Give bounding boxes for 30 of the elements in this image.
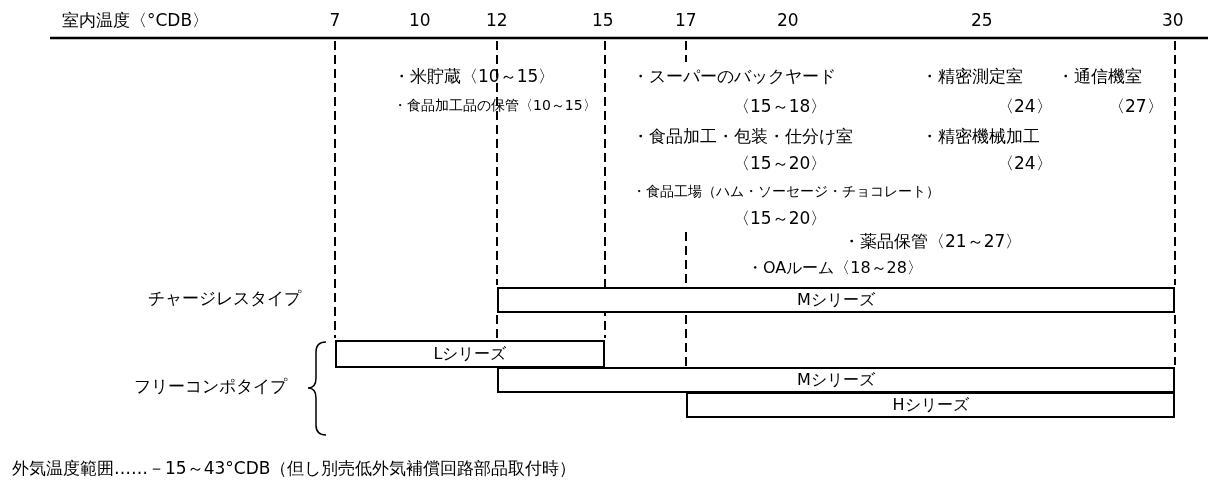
- application-label: ・食品加工・包装・仕分け室: [632, 128, 853, 145]
- series-range-bar: Mシリーズ: [497, 287, 1175, 313]
- application-label: ・食品工場（ハム・ソーセージ・チョコレート）: [632, 184, 940, 198]
- tick-label: 20: [777, 12, 799, 29]
- type-label: チャージレスタイプ: [148, 290, 301, 307]
- series-range-bar: Lシリーズ: [335, 340, 605, 368]
- tick-label: 15: [592, 12, 614, 29]
- tick-label: 30: [1162, 12, 1184, 29]
- tick-label: 17: [675, 12, 697, 29]
- application-label: ・薬品保管〈21～27〉: [843, 233, 1023, 250]
- axis-title: 室内温度〈°CDB〉: [62, 12, 210, 29]
- tick-label: 7: [329, 12, 341, 29]
- type-label: フリーコンポタイプ: [134, 378, 287, 395]
- series-range-bar: Hシリーズ: [686, 392, 1175, 418]
- series-range-bar: Mシリーズ: [497, 367, 1175, 393]
- temperature-range: 〈24〉: [997, 98, 1053, 115]
- temperature-range: 〈27〉: [1108, 98, 1164, 115]
- temperature-range: 〈15～20〉: [733, 210, 828, 227]
- application-label: ・精密測定室: [921, 68, 1023, 85]
- application-label: ・スーパーのバックヤード: [632, 68, 836, 85]
- application-label: ・精密機械加工: [921, 128, 1040, 145]
- tick-label: 25: [971, 12, 993, 29]
- footnote: 外気温度範囲……－15～43°CDB（但し別売低外気補償回路部品取付時）: [12, 460, 577, 477]
- temperature-range: 〈24〉: [997, 155, 1053, 172]
- application-label: ・OAルーム〈18～28〉: [747, 260, 923, 276]
- application-label: ・通信機室: [1057, 68, 1142, 85]
- temperature-range: 〈15～20〉: [733, 155, 828, 172]
- tick-label: 10: [409, 12, 431, 29]
- temperature-range: 〈15～18〉: [733, 98, 828, 115]
- tick-label: 12: [486, 12, 508, 29]
